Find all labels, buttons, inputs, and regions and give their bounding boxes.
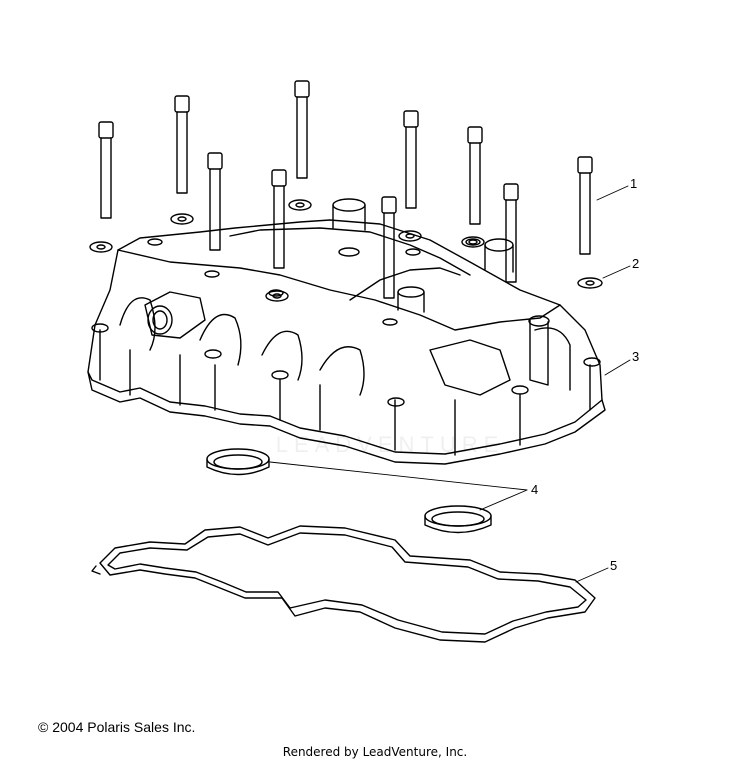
- callout-4: 4: [531, 482, 539, 497]
- callout-3: 3: [632, 349, 640, 364]
- bolt: [381, 196, 397, 299]
- copyright-text: © 2004 Polaris Sales Inc.: [38, 719, 196, 735]
- bolts: [98, 80, 593, 299]
- bolt: [207, 152, 223, 251]
- watermark: LEADVENTURE: [275, 432, 505, 457]
- bolt: [403, 110, 419, 209]
- rendered-by-text: Rendered by LeadVenture, Inc.: [282, 745, 468, 759]
- bolt: [174, 95, 190, 194]
- bolt: [467, 126, 483, 225]
- bolt: [271, 169, 287, 269]
- bolt: [294, 80, 310, 179]
- callout-1: 1: [630, 176, 638, 191]
- bolt: [577, 156, 593, 255]
- bolt: [503, 183, 519, 283]
- callout-5: 5: [610, 558, 618, 573]
- bolt: [98, 121, 114, 219]
- callout-2: 2: [632, 256, 640, 271]
- gasket: [91, 525, 596, 643]
- seal-rings: [206, 448, 492, 534]
- washers: [89, 199, 603, 302]
- leader-lines: [269, 185, 631, 583]
- valve-cover: [87, 198, 606, 465]
